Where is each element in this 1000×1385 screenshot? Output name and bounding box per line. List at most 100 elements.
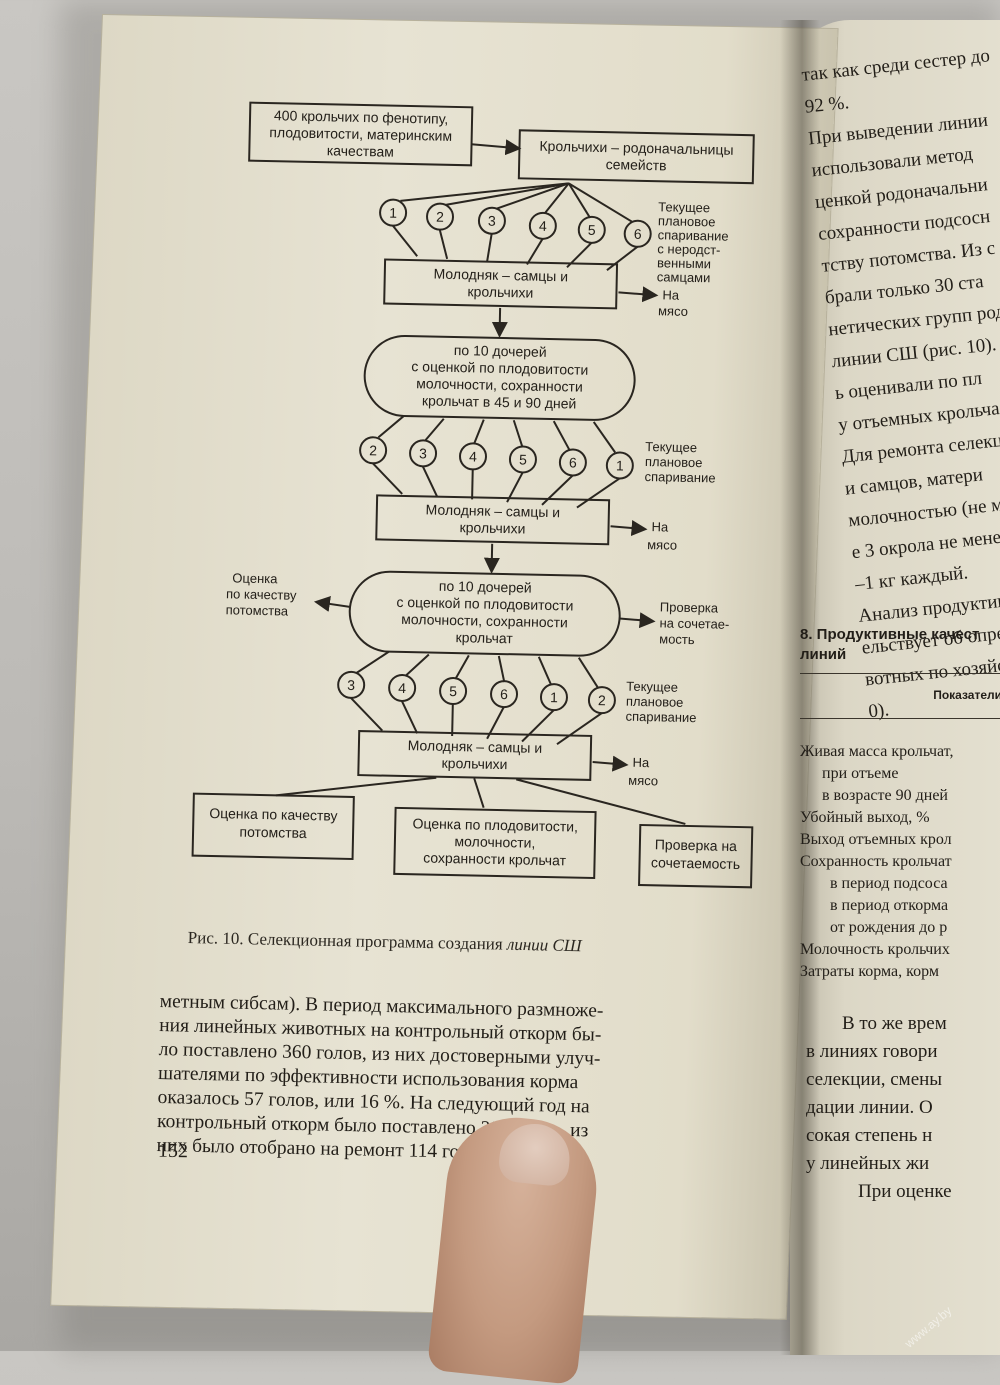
selection-program-diagram: 400 крольчих по фенотипу, плодовитости, … (191, 101, 755, 889)
left-note-line3: потомства (226, 602, 289, 618)
tier1-num-4: 4 (539, 218, 547, 234)
top-flow-arrow (471, 139, 522, 156)
top-left-box (248, 101, 474, 167)
tier1-young-line1: Молодняк – самцы и (433, 266, 568, 285)
tier3-num-1: 3 (347, 677, 355, 693)
tier1-meat-line2: мясо (658, 303, 688, 319)
oval2-line1: по 10 дочерей (439, 578, 532, 596)
tier3-note-line1: Текущее (626, 679, 678, 695)
table-rule-top (800, 673, 1000, 674)
oval2-line4: крольчат (455, 629, 513, 646)
bottom-left-box (191, 792, 355, 860)
tier2-num-5: 6 (569, 454, 577, 470)
tier1-num-2: 2 (436, 209, 444, 225)
tier3-num-5: 1 (550, 689, 558, 705)
tier1-note-line4: с неродст- (657, 241, 720, 257)
table-row: Затраты корма, корм (800, 963, 939, 980)
oval1 (363, 334, 636, 421)
tier3-num-2: 4 (398, 680, 406, 696)
top-left-box-line1: 400 крольчих по фенотипу, (274, 107, 449, 127)
right-after-line: селекции, смены (806, 1069, 943, 1090)
right-after-line: В то же врем (842, 1013, 947, 1034)
right-after-line: дации линии. О (806, 1097, 933, 1118)
tier1-note-line2: плановое (658, 213, 716, 229)
table-row: Живая масса крольчат, (800, 743, 954, 760)
table-row: в возрасте 90 дней (822, 787, 948, 804)
bottom-left-line1: Оценка по качеству (209, 805, 337, 824)
right-after-text: В то же врем в линиях говори селекции, с… (806, 1010, 1000, 1206)
table-rows: Живая масса крольчат, при отъеме в возра… (800, 741, 1000, 983)
top-left-box-line2: плодовитости, материнским (269, 124, 452, 144)
tier2-young-line1: Молодняк – самцы и (425, 501, 560, 520)
tier3-young-box (357, 730, 593, 781)
tier1-note-line1: Текущее (658, 199, 710, 215)
tier1-arrows (392, 182, 639, 271)
right-after-line: в линиях говори (806, 1041, 938, 1062)
oval2 (348, 570, 621, 657)
top-left-box-line3: качествам (327, 142, 394, 159)
oval1-line3: молочности, сохранности (416, 375, 583, 394)
tier1-num-1: 1 (389, 205, 397, 221)
tier1-circles (379, 198, 652, 248)
table-rule-header (800, 718, 1000, 719)
top-right-box-line2: семейств (606, 156, 667, 173)
tier2-young-box (375, 494, 611, 546)
oval1-line1: по 10 дочерей (454, 342, 547, 360)
book-gutter (780, 20, 820, 1355)
tier1-note-line5: венными (657, 255, 711, 271)
oval2-line2: с оценкой по плодовитости (396, 594, 573, 614)
tier3-young-line2: крольчихи (441, 755, 507, 772)
table-row: от рождения до р (830, 919, 948, 936)
tier3-meat-line1: На (632, 755, 650, 770)
tier1-meat-line1: На (662, 287, 680, 302)
left-note-line2: по качеству (226, 586, 297, 602)
bottom-center-line3: сохранности крольчат (423, 849, 567, 868)
table-row: в период откорма (830, 897, 949, 914)
tier1-young-line2: крольчихи (467, 283, 533, 300)
tier2-meat-line2: мясо (647, 537, 677, 553)
tier1-num-3: 3 (488, 213, 496, 229)
right-note-line3: мость (659, 631, 695, 647)
bottom-arrows (275, 776, 686, 825)
right-note-line2: на сочетае- (659, 615, 729, 631)
tier1-note-line6: самцами (657, 269, 711, 285)
tier1-num-5: 5 (588, 222, 596, 238)
bottom-right-box (638, 823, 754, 889)
caption-italic: линии СШ (506, 934, 582, 956)
table-column-header: Показатели (933, 688, 1000, 702)
bottom-left-line2: потомства (239, 824, 307, 841)
oval1-line2: с оценкой по плодовитости (411, 358, 588, 378)
tier1-num-6: 6 (634, 226, 642, 242)
tier3-young-line1: Молодняк – самцы и (408, 737, 543, 756)
oval1-line4: крольчат в 45 и 90 дней (422, 392, 577, 411)
table-heading-line1: 8. Продуктивные качест (800, 626, 980, 643)
right-after-line: сокая степень н (806, 1125, 933, 1146)
bottom-right-line1: Проверка на (655, 836, 738, 854)
tier2-num-2: 3 (419, 445, 427, 461)
tier2-note-line3: спаривание (644, 469, 715, 485)
tier2-num-6: 1 (616, 457, 624, 473)
bottom-center-line1: Оценка по плодовитости, (412, 815, 578, 834)
tier2-note-line2: плановое (645, 454, 703, 470)
tier3-num-6: 2 (598, 692, 606, 708)
tier1-meat-arrow (618, 286, 659, 303)
tier2-num-4: 5 (519, 451, 527, 467)
tier2-num-3: 4 (469, 448, 477, 464)
tier2-meat-line1: На (651, 519, 669, 534)
tier2-arrows (372, 415, 621, 509)
bottom-center-line2: молочности, (454, 833, 535, 851)
tier3-num-3: 5 (449, 683, 457, 699)
tier3-num-4: 6 (500, 686, 508, 702)
tier3-note-line2: плановое (626, 694, 684, 710)
left-note-line1: Оценка (232, 570, 278, 586)
right-note-line1: Проверка (660, 599, 719, 615)
tier1-note-line3: спаривание (658, 227, 729, 243)
right-after-line: При оценке (858, 1181, 952, 1202)
table-row: в период подсоса (830, 875, 948, 892)
body-paragraph: метным сибсам). В период максимального р… (156, 990, 760, 1171)
tier3-note-line3: спаривание (625, 709, 696, 725)
left-note-arrow (313, 596, 350, 612)
bottom-center-box (393, 806, 597, 880)
table-row: Молочность крольчих (800, 941, 950, 958)
page-number: 152 (157, 1139, 189, 1163)
